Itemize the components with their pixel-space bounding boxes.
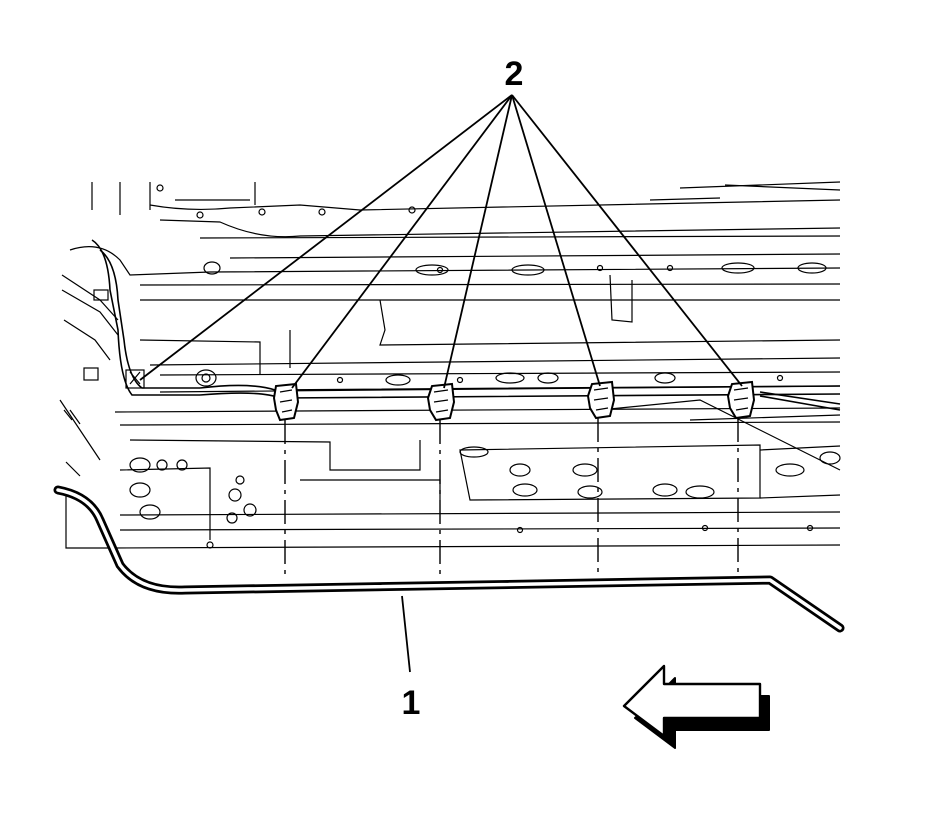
callout-label-2: 2 — [505, 55, 524, 93]
line-clips — [272, 380, 756, 422]
clip-1 — [272, 382, 300, 422]
clip-2 — [426, 382, 456, 422]
installation-guides — [284, 418, 739, 578]
clip-3 — [586, 380, 616, 420]
callout-1-leader — [401, 595, 411, 673]
direction-arrow-icon — [622, 664, 770, 749]
brake-line-tube — [53, 485, 845, 633]
clip-4 — [726, 380, 756, 420]
callout-label-1: 1 — [402, 684, 421, 722]
callout-2-leaders — [139, 94, 743, 389]
